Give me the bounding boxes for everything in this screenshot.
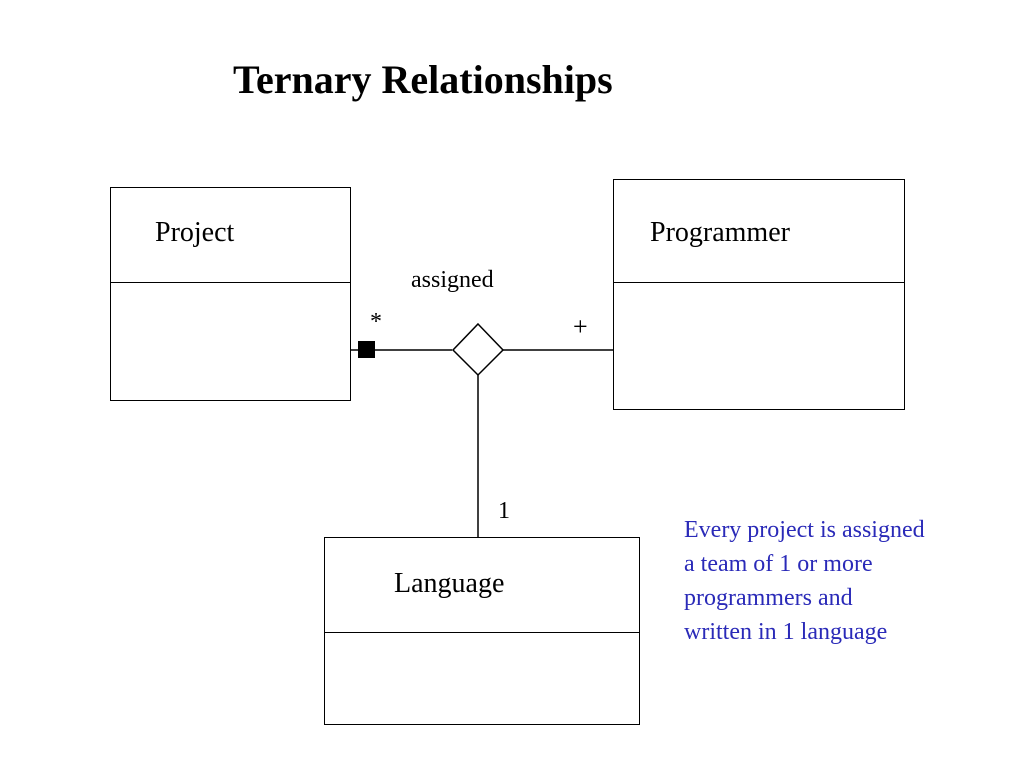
note-line-2: a team of 1 or more bbox=[684, 551, 873, 577]
programmer-class-name: Programmer bbox=[650, 217, 790, 248]
note-line-1: Every project is assigned bbox=[684, 517, 925, 543]
project-name-compartment: Project bbox=[111, 188, 350, 283]
constraint-note: Every project is assigned a team of 1 or… bbox=[684, 513, 984, 649]
programmer-class[interactable]: Programmer bbox=[613, 179, 905, 410]
language-class-name: Language bbox=[394, 568, 505, 599]
language-class[interactable]: Language bbox=[324, 537, 640, 725]
language-multiplicity: 1 bbox=[498, 498, 510, 524]
programmer-name-compartment: Programmer bbox=[614, 180, 904, 283]
qualifier-square bbox=[358, 341, 375, 358]
page-title: Ternary Relationships bbox=[233, 57, 613, 102]
note-line-4: written in 1 language bbox=[684, 619, 888, 645]
project-class-name: Project bbox=[155, 217, 235, 248]
project-class[interactable]: Project bbox=[110, 187, 351, 401]
language-name-compartment: Language bbox=[325, 538, 639, 633]
association-name: assigned bbox=[411, 267, 494, 293]
association-diamond bbox=[451, 322, 505, 377]
note-line-3: programmers and bbox=[684, 585, 853, 611]
programmer-multiplicity: + bbox=[573, 312, 588, 341]
project-multiplicity: * bbox=[370, 309, 382, 335]
